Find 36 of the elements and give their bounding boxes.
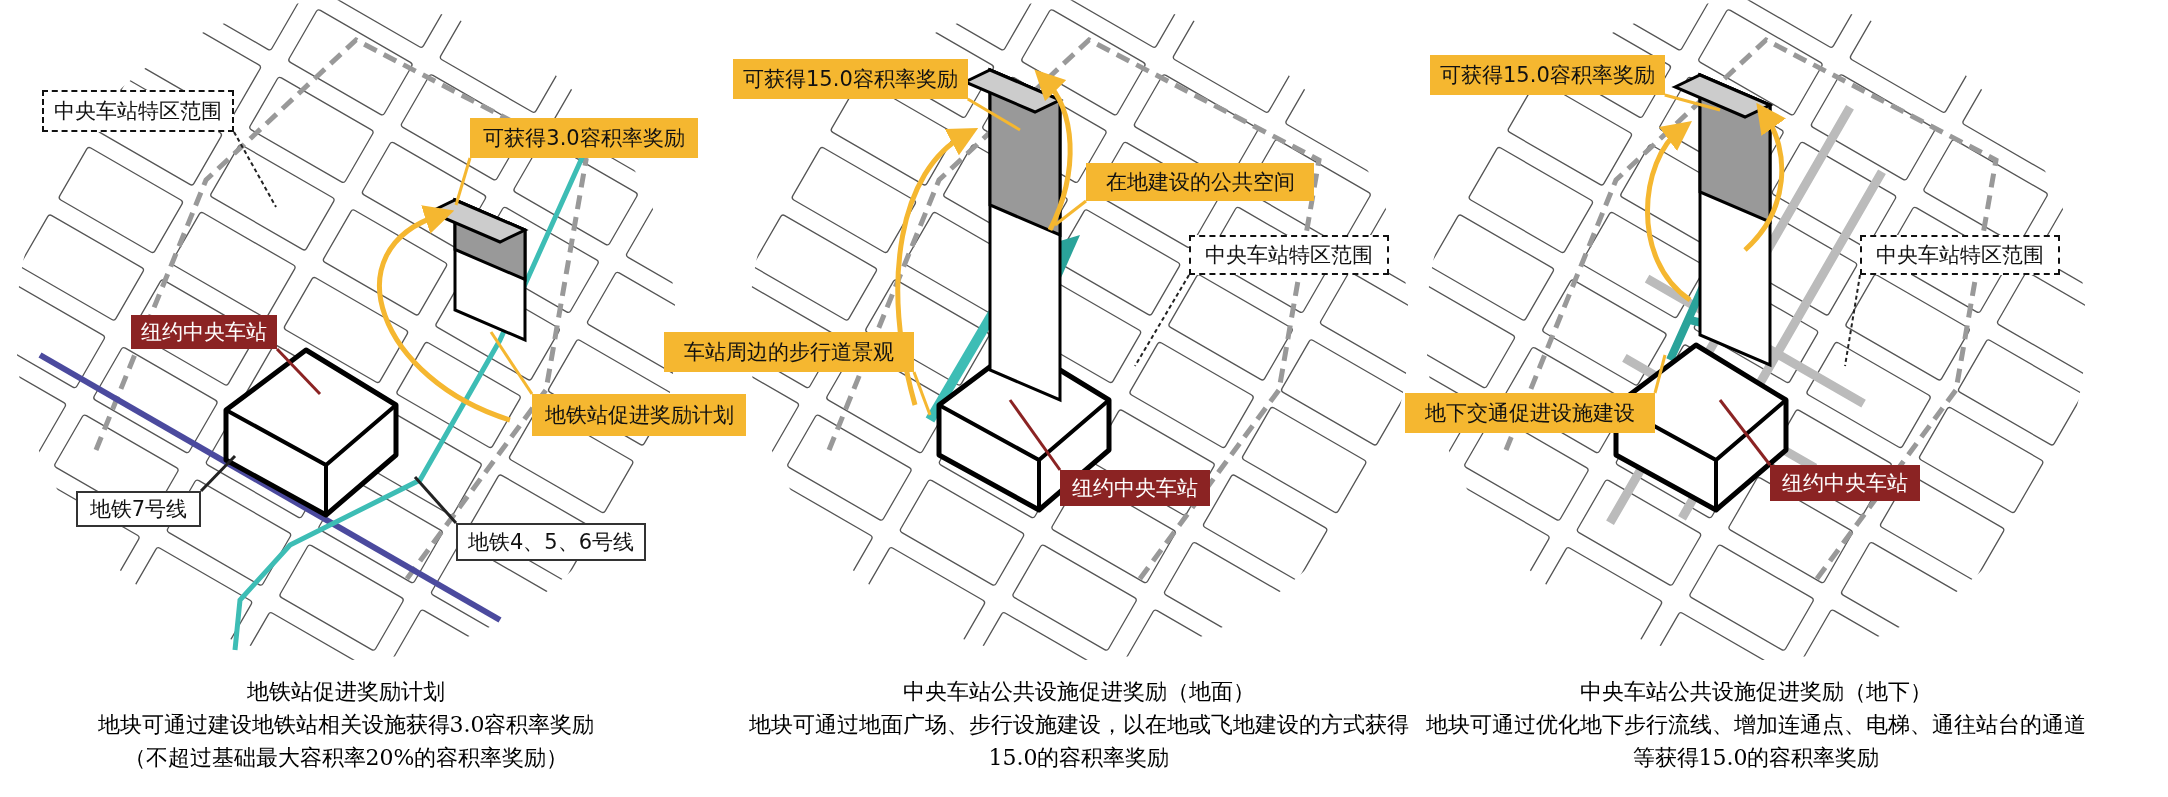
callout-label: 地铁7号线 (76, 491, 201, 527)
leader-line (413, 476, 458, 524)
callout-label: 中央车站特区范围 (1189, 235, 1389, 275)
callout-label: 可获得15.0容积率奖励 (1430, 55, 1665, 95)
callout-label: 在地建设的公共空间 (1086, 163, 1314, 201)
caption-text: 地块可通过地面广场、步行设施建设，以在地或飞地建设的方式获得15.0的容积率奖励 (749, 711, 1409, 772)
caption-heading: 中央车站公共设施促进奖励（地下） (1579, 678, 1933, 706)
leader-line (1718, 399, 1772, 466)
leader-line (489, 331, 534, 395)
caption-text: （不超过基础最大容积率20%的容积率奖励） (122, 744, 570, 772)
callout-label: 纽约中央车站 (131, 315, 277, 349)
leader-line (454, 157, 472, 206)
callout-label: 纽约中央车站 (1060, 470, 1210, 506)
callout-label: 地下交通促进设施建设 (1405, 393, 1655, 433)
callout-label: 中央车站特区范围 (1860, 235, 2060, 275)
leader-line (912, 371, 932, 416)
leader-line (233, 131, 277, 208)
leader-line (1054, 199, 1087, 227)
callout-label: 地铁站促进奖励计划 (532, 394, 746, 436)
caption-text: 地块可通过建设地铁站相关设施获得3.0容积率奖励 (96, 711, 596, 739)
leader-line (1664, 93, 1721, 112)
leader-line (1008, 399, 1062, 471)
callout-label: 车站周边的步行道景观 (664, 332, 914, 372)
caption-heading: 中央车站公共设施促进奖励（地面） (902, 678, 1256, 706)
caption-heading: 地铁站促进奖励计划 (246, 678, 446, 706)
caption-text: 地块可通过优化地下步行流线、增加连通点、电梯、通往站台的通道等获得15.0的容积率奖励 (1426, 711, 2086, 772)
callout-label: 可获得3.0容积率奖励 (470, 118, 698, 158)
callout-label: 中央车站特区范围 (42, 90, 234, 132)
leader-line (967, 97, 1021, 132)
callout-label: 纽约中央车站 (1770, 465, 1920, 501)
callout-label: 地铁4、5、6号线 (456, 523, 647, 561)
leader-line (275, 347, 322, 396)
leader-line (1653, 354, 1667, 394)
leader-line (199, 454, 237, 493)
leader-line (1844, 274, 1861, 367)
callout-label: 可获得15.0容积率奖励 (733, 59, 968, 99)
